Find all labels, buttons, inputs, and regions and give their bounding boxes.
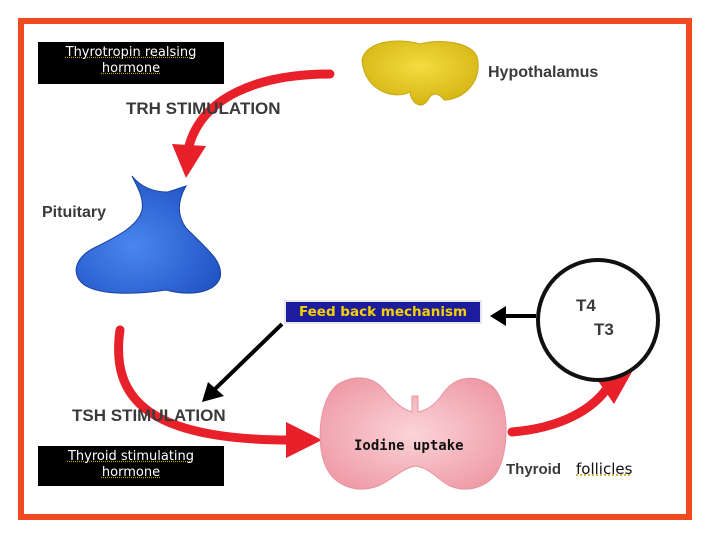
thyroid-label: Thyroid xyxy=(506,461,561,478)
hypothalamus-image xyxy=(361,40,479,106)
follicles-label: follicles xyxy=(576,460,633,478)
tsh-hormone-line1: Thyroid stimulating xyxy=(67,449,195,464)
hypothalamus-label: Hypothalamus xyxy=(488,64,599,81)
tsh-arrow-head xyxy=(286,422,322,458)
feedback-arrow-to-tsh-head xyxy=(202,382,224,402)
feedback-arrow-from-circle-head xyxy=(490,306,506,326)
thyroid-image xyxy=(319,377,507,490)
diagram-frame xyxy=(18,18,692,520)
trh-arrow-head xyxy=(172,144,206,178)
trh-hormone-label: Thyrotropin realsing hormone xyxy=(38,42,224,84)
trh-stimulation-label: TRH STIMULATION xyxy=(126,99,281,118)
pituitary-image xyxy=(75,175,222,294)
trh-arrow xyxy=(183,69,335,155)
t3-label: T3 xyxy=(594,320,614,339)
feedback-arrow-to-tsh xyxy=(212,322,284,392)
hormone-release-arrow xyxy=(507,379,615,437)
feedback-mechanism-box: Feed back mechanism xyxy=(284,300,482,324)
pituitary-label: Pituitary xyxy=(42,204,107,221)
tsh-hormone-label: Thyroid stimulating hormone xyxy=(38,446,224,486)
trh-hormone-line1: Thyrotropin realsing xyxy=(65,45,197,60)
iodine-uptake-label: Iodine uptake xyxy=(354,438,464,454)
t4-label: T4 xyxy=(576,296,596,315)
tsh-arrow xyxy=(114,325,295,445)
tsh-stimulation-label: TSH STIMULATION xyxy=(72,406,226,425)
tsh-hormone-line2: hormone xyxy=(101,465,161,480)
trh-hormone-line2: hormone xyxy=(101,61,161,76)
t4-t3-circle xyxy=(536,258,660,382)
